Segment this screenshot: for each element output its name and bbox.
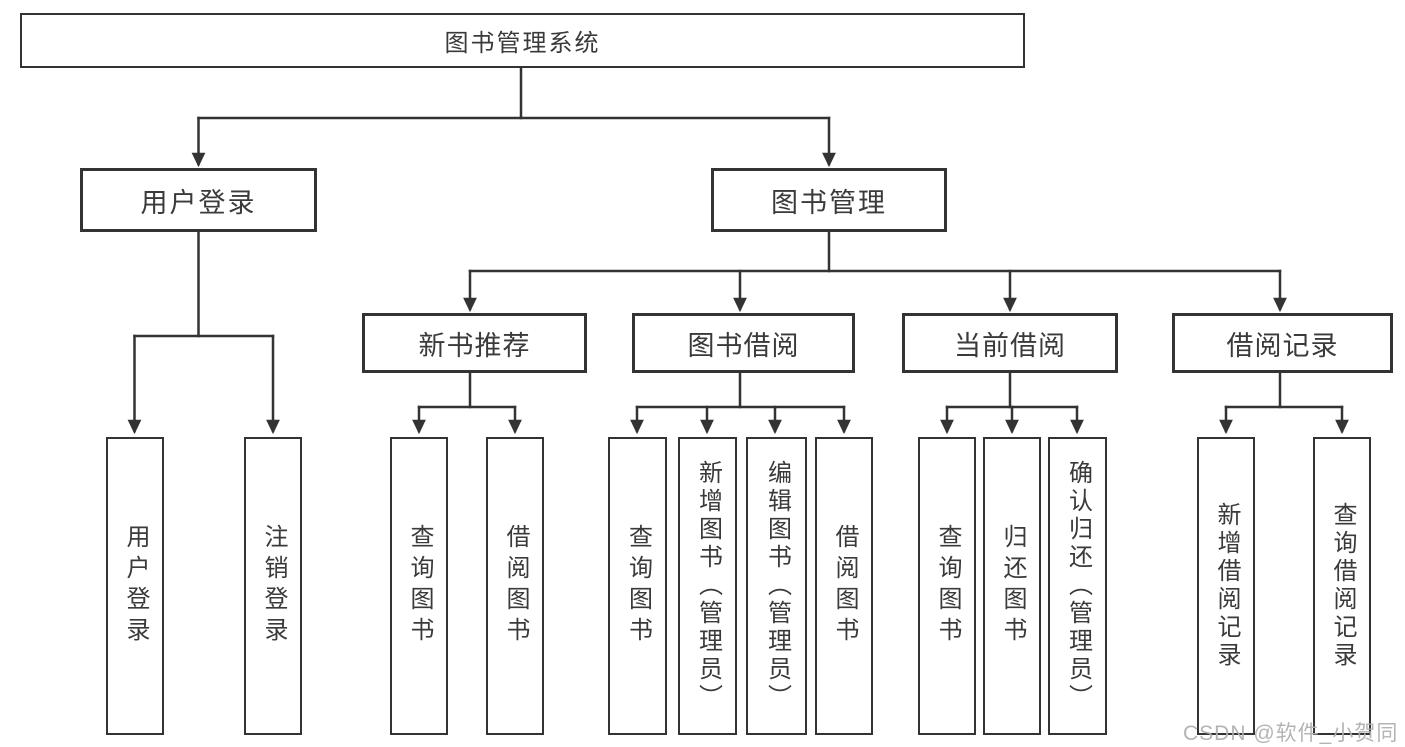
node-user-login-group: 用户登录 [80, 168, 317, 232]
node-book-management-group: 图书管理 [711, 168, 947, 232]
connector-root-to-level2 [191, 65, 836, 168]
leaf-borrow-books: 借阅图书 [815, 437, 873, 735]
connector-book-mgmt-to-level3 [463, 230, 1287, 313]
leaf-edit-books-admin: 编辑图书（管理员） [746, 437, 807, 735]
connector-user-login-to-leaves [127, 230, 280, 435]
leaf-logout: 注销登录 [244, 437, 302, 735]
node-new-book-recommendation: 新书推荐 [362, 313, 587, 373]
leaf-borrow-books-recommend: 借阅图书 [486, 437, 544, 735]
watermark: CSDN @软件_小贺同学 [1183, 722, 1399, 745]
node-root-system: 图书管理系统 [20, 13, 1025, 68]
connector-current-borrow-to-leaves [940, 371, 1084, 435]
node-book-borrowing: 图书借阅 [632, 313, 855, 373]
leaf-query-books-borrow: 查询图书 [608, 437, 667, 735]
connector-borrow-records-to-leaves [1219, 371, 1349, 435]
leaf-add-borrow-record: 新增借阅记录 [1197, 437, 1255, 735]
connector-new-book-to-leaves [412, 371, 522, 435]
leaf-confirm-return-admin: 确认归还（管理员） [1048, 437, 1107, 735]
connector-book-borrow-to-leaves [630, 371, 851, 435]
leaf-user-login: 用户登录 [106, 437, 164, 735]
leaf-return-books: 归还图书 [983, 437, 1041, 735]
node-current-borrowing: 当前借阅 [902, 313, 1118, 373]
leaf-query-borrow-record: 查询借阅记录 [1313, 437, 1371, 735]
leaf-add-books-admin: 新增图书（管理员） [678, 437, 737, 735]
leaf-query-books-current: 查询图书 [918, 437, 976, 735]
node-borrowing-records: 借阅记录 [1172, 313, 1393, 373]
leaf-query-books-recommend: 查询图书 [390, 437, 448, 735]
